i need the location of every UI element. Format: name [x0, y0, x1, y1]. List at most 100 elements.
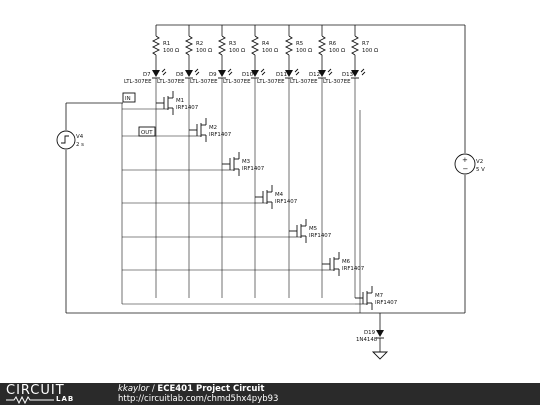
circuitlab-logo-lab: LAB [56, 395, 75, 403]
svg-text:+: + [462, 156, 468, 164]
led-value-label: LTL-307EE [290, 79, 318, 85]
led-name-label: D7 [143, 72, 151, 78]
v4-name-label: V4 [76, 134, 84, 140]
resistor-r5 [284, 35, 294, 56]
led-light-arrows [194, 68, 200, 76]
led-d13 [351, 70, 359, 77]
resistor-value-label: 100 Ω [329, 48, 345, 54]
mosfet-value-label: IRF1407 [275, 199, 297, 205]
led-name-label: D13 [342, 72, 353, 78]
mosfet-value-label: IRF1407 [342, 266, 364, 272]
out-port: OUT [138, 126, 156, 137]
led-light-arrows [294, 68, 300, 76]
led-name-label: D9 [209, 72, 217, 78]
resistor-value-label: 100 Ω [229, 48, 245, 54]
mosfet-value-label: IRF1407 [209, 132, 231, 138]
project-title: ECE401 Project Circuit [157, 384, 265, 394]
mosfet-name-label: M3 [242, 159, 250, 165]
led-light-arrows [161, 68, 167, 76]
resistor-name-label: R7 [362, 41, 369, 47]
led-name-label: D8 [176, 72, 184, 78]
mosfet-value-label: IRF1407 [242, 166, 264, 172]
resistor-value-label: 100 Ω [163, 48, 179, 54]
resistor-r3 [217, 35, 227, 56]
mosfet-value-label: IRF1407 [176, 105, 198, 111]
d19-name-label: D19 [364, 330, 376, 336]
title-separator: / [149, 384, 158, 394]
led-value-label: LTL-307EE [157, 79, 185, 85]
resistor-r1 [151, 35, 161, 56]
circuitlab-logo[interactable]: CIRCUIT [6, 383, 65, 398]
led-d7 [152, 70, 160, 77]
v2-value-label: 5 V [476, 167, 485, 173]
resistor-name-label: R1 [163, 41, 170, 47]
in-port-label: IN [125, 96, 131, 102]
resistor-r2 [184, 35, 194, 56]
resistor-value-label: 100 Ω [362, 48, 378, 54]
resistor-value-label: 100 Ω [196, 48, 212, 54]
project-heading: kkaylor / ECE401 Project Circuit [118, 384, 264, 394]
mosfet-value-label: IRF1407 [309, 233, 331, 239]
resistor-r6 [317, 35, 327, 56]
gate-grid [121, 103, 367, 313]
mosfet-name-label: M6 [342, 259, 351, 265]
led-name-label: D10 [242, 72, 254, 78]
footer-bar: CIRCUIT LAB kkaylor / ECE401 Project Cir… [0, 383, 540, 405]
led-light-arrows [327, 68, 333, 76]
led-d12 [318, 70, 326, 77]
resistor-value-label: 100 Ω [262, 48, 278, 54]
led-light-arrows [260, 68, 266, 76]
led-d10 [251, 70, 259, 77]
led-value-label: LTL-307EE [124, 79, 152, 85]
d19-value-label: 1N4148 [356, 337, 378, 343]
in-port: IN [122, 92, 136, 103]
v2-name-label: V2 [476, 159, 483, 165]
led-light-arrows [360, 68, 366, 76]
mosfet-name-label: M5 [309, 226, 317, 232]
led-value-label: LTL-307EE [190, 79, 218, 85]
led-d8 [185, 70, 193, 77]
resistor-value-label: 100 Ω [296, 48, 312, 54]
v4-pulse-source: V4 2 s [56, 130, 84, 150]
v2-dc-source: + − V2 5 V [454, 153, 485, 175]
resistor-name-label: R5 [296, 41, 303, 47]
mosfet-name-label: M7 [375, 293, 383, 299]
svg-text:−: − [463, 165, 469, 173]
led-value-label: LTL-307EE [257, 79, 285, 85]
author-link[interactable]: kkaylor [118, 384, 150, 394]
led-d9 [218, 70, 226, 77]
mosfet-array: M1IRF1407M2IRF1407M3IRF1407M4IRF1407M5IR… [156, 91, 397, 310]
resistor-name-label: R3 [229, 41, 236, 47]
resistor-name-label: R2 [196, 41, 203, 47]
project-url-link[interactable]: http://circuitlab.com/chmd5hx4pyb93 [118, 394, 279, 404]
led-name-label: D12 [309, 72, 320, 78]
mosfet-name-label: M4 [275, 192, 284, 198]
mosfet-value-label: IRF1407 [375, 300, 397, 306]
ground-symbol [371, 351, 389, 360]
mosfet-name-label: M2 [209, 125, 217, 131]
resistor-name-label: R4 [262, 41, 270, 47]
led-value-label: LTL-307EE [223, 79, 251, 85]
led-d11 [285, 70, 293, 77]
led-value-label: LTL-307EE [323, 79, 351, 85]
out-port-label: OUT [141, 130, 153, 136]
logo-wave-icon [6, 396, 54, 404]
resistor-r4 [250, 35, 260, 56]
resistor-r7 [350, 35, 360, 56]
resistor-name-label: R6 [329, 41, 337, 47]
